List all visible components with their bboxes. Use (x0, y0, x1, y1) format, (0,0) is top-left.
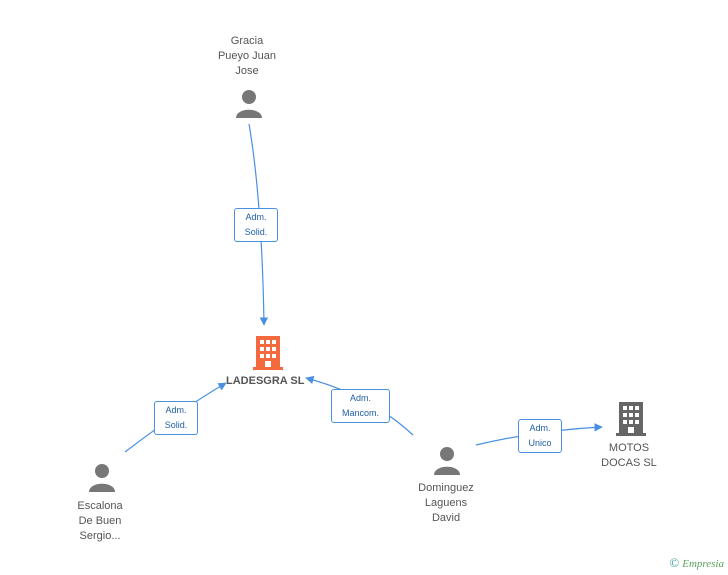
node-label-ladesgra[interactable]: LADESGRA SL (226, 375, 305, 387)
node-label-gracia[interactable]: Gracia Pueyo Juan Jose (217, 35, 277, 77)
building-icon[interactable] (253, 336, 283, 370)
edge-label-dominguez-center[interactable]: Adm. Mancom. (331, 389, 390, 423)
edge-label-dominguez-motos[interactable]: Adm. Unico (518, 419, 562, 453)
node-label-escalona[interactable]: Escalona De Buen Sergio... (77, 500, 123, 542)
edge-label-gracia-center[interactable]: Adm. Solid. (234, 208, 278, 242)
person-icon[interactable] (235, 89, 263, 119)
person-icon[interactable] (433, 446, 461, 476)
node-label-motos-docas[interactable]: MOTOS DOCAS SL (601, 442, 657, 469)
edge-label-escalona-center[interactable]: Adm. Solid. (154, 401, 198, 435)
building-icon[interactable] (616, 402, 646, 436)
node-label-dominguez[interactable]: Dominguez Laguens David (418, 482, 474, 524)
copyright-icon: © (669, 555, 680, 570)
person-icon[interactable] (88, 463, 116, 493)
brand-name[interactable]: Empresia (682, 558, 724, 570)
brand-watermark: ©Empresia (669, 555, 724, 571)
